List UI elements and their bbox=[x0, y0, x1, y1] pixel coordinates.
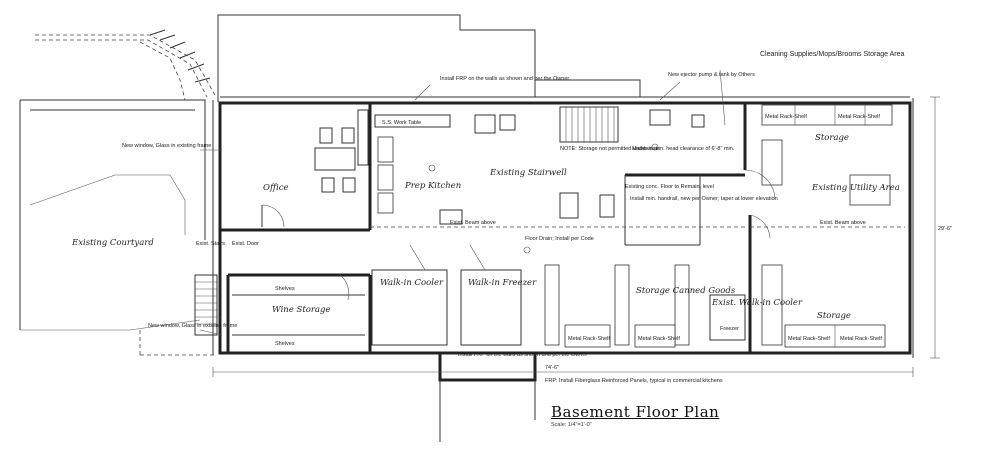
left-exterior-stairs bbox=[139, 274, 218, 356]
headroom-note: Maintain min. head clearance of 6'-8" mi… bbox=[632, 146, 735, 152]
overall-dimension: 74'-6" bbox=[545, 365, 559, 371]
beam-above-left: Exist. Beam above bbox=[450, 220, 496, 226]
interior-stair bbox=[559, 106, 619, 143]
rack-label-4: Metal Rack-Shelf bbox=[638, 336, 680, 342]
cleaning-supplies-note: Cleaning Supplies/Mops/Brooms Storage Ar… bbox=[760, 51, 904, 58]
existing-conc-floor-note: Existing conc. Floor to Remain, level bbox=[625, 184, 714, 190]
storage-lower-label: Storage bbox=[817, 311, 851, 321]
prep-kitchen-equipment bbox=[374, 109, 705, 254]
right-storage-racks bbox=[744, 104, 893, 348]
new-handrail-note: Install min. handrail, new per Owner; ta… bbox=[630, 196, 778, 202]
freezer-bottom-label: Freezer bbox=[720, 326, 739, 332]
new-ejector-note: New ejector pump & tank by Others bbox=[668, 72, 755, 78]
rack-label-5: Metal Rack-Shelf bbox=[788, 336, 830, 342]
rack-label-3: Metal Rack-Shelf bbox=[568, 336, 610, 342]
existing-stairwell-label: Existing Stairwell bbox=[489, 168, 567, 178]
walkin-cooler-label: Walk-in Cooler bbox=[380, 278, 444, 288]
north-addition-outline bbox=[217, 14, 641, 102]
ss-work-table-label: S.S. Work Table bbox=[382, 120, 421, 126]
courtyard-area bbox=[19, 99, 206, 331]
existing-courtyard-label: Existing Courtyard bbox=[71, 238, 154, 248]
storage-under-stair-note: NOTE: Storage not permitted under stair bbox=[560, 146, 659, 152]
frp-fiberglass-note: FRP: Install Fiberglass Reinforced Panel… bbox=[545, 378, 723, 384]
walk-in-coolers bbox=[371, 244, 746, 346]
leader-lines bbox=[199, 69, 726, 336]
wine-storage-label: Wine Storage bbox=[272, 305, 330, 315]
dimension-lines bbox=[212, 96, 940, 377]
storage-right-label: Storage bbox=[815, 133, 849, 143]
rack-label-6: Metal Rack-Shelf bbox=[840, 336, 882, 342]
existing-utility-label: Existing Utility Area bbox=[811, 183, 900, 193]
new-window-top-note: New window, Glass in existing frame bbox=[122, 143, 211, 149]
right-dimension: 29'-6" bbox=[938, 226, 952, 232]
floor-drain-note: Floor Drain; Install per Code bbox=[525, 236, 594, 242]
beam-above-right: Exist. Beam above bbox=[820, 220, 866, 226]
rack-label-2: Metal Rack-Shelf bbox=[838, 114, 880, 120]
frp-install-note: Install FRP on the walls as shown and pe… bbox=[440, 76, 569, 82]
office-label: Office bbox=[263, 183, 289, 193]
rack-label-1: Metal Rack-Shelf bbox=[765, 114, 807, 120]
shelves-bottom-label: Shelves bbox=[275, 341, 295, 347]
exist-door-label: Exist. Door bbox=[232, 241, 259, 247]
drawing-scale: Scale: 1/4"=1'-0" bbox=[551, 422, 592, 428]
main-building-walls bbox=[212, 96, 914, 442]
wine-storage-shelves bbox=[232, 274, 365, 336]
curved-exterior-stairs bbox=[35, 29, 216, 101]
shelves-top-label: Shelves bbox=[275, 286, 295, 292]
drawing-title: Basement Floor Plan bbox=[551, 403, 720, 421]
new-window-bottom-note: New window, Glass in existing frame bbox=[148, 323, 237, 329]
canned-goods-racks bbox=[544, 264, 690, 348]
frp-bottom-note: Install FRP on the walls as shown and pe… bbox=[458, 352, 587, 358]
interior-walls bbox=[220, 103, 752, 353]
storage-canned-label: Storage Canned Goods bbox=[636, 286, 736, 296]
office-furniture bbox=[261, 109, 369, 228]
exist-stairs-label: Exist. Stairs bbox=[196, 241, 225, 247]
prep-kitchen-label: Prep Kitchen bbox=[404, 181, 461, 191]
walkin-freezer-label: Walk-in Freezer bbox=[468, 278, 537, 288]
exist-walkin-label: Exist. Walk-in Cooler bbox=[711, 298, 803, 308]
